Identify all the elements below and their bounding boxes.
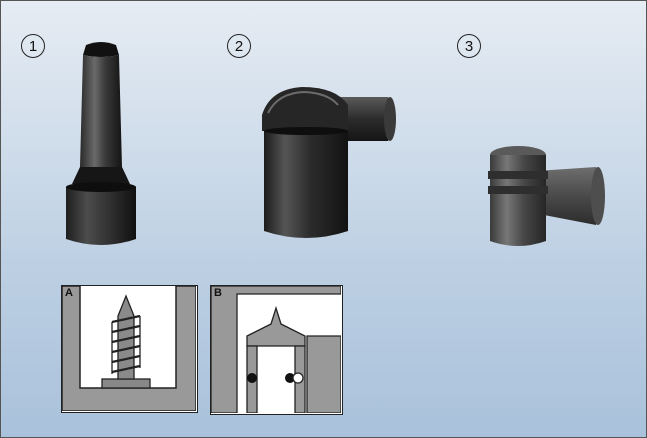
component-number-1: 1 <box>21 34 45 58</box>
screw-terminal-drawing <box>62 286 196 411</box>
straight-connector-image <box>66 42 136 245</box>
component-number-3: 3 <box>457 34 481 58</box>
component-number-2: 2 <box>227 34 251 58</box>
ribbed-elbow-connector-image <box>488 146 605 246</box>
detail-a-label: A <box>65 287 73 299</box>
elbow-connector-image <box>262 87 396 238</box>
detail-a-panel: A <box>61 285 198 413</box>
snap-terminal-drawing <box>211 286 341 413</box>
detail-b-panel: B <box>210 285 343 415</box>
detail-b-label: B <box>214 287 222 299</box>
